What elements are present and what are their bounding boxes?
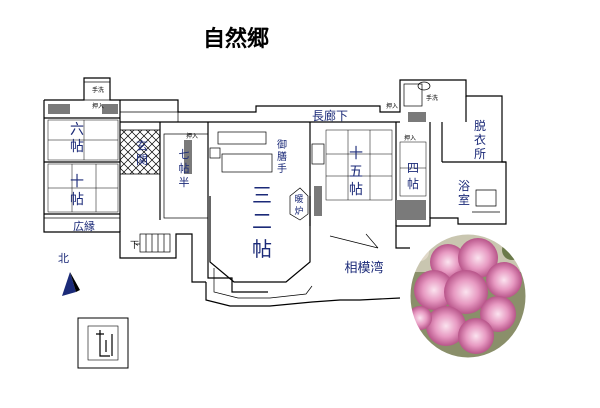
cherry-blossom-photo — [410, 234, 526, 358]
oshiire-label-1: 押入 — [92, 102, 104, 110]
interior-walls — [43, 81, 506, 293]
room-engawa-label: 広縁 — [73, 219, 95, 233]
tatami-grid — [47, 119, 427, 213]
room-datsui-label: 脱衣所 — [474, 118, 486, 161]
stairs-down-label: 下 — [130, 241, 139, 251]
room-roku-label: 六帖 — [70, 122, 84, 155]
stamp-box — [77, 317, 129, 369]
room-yokushitsu-label: 浴室 — [458, 179, 470, 207]
corridor-label: 長廊下 — [312, 108, 348, 123]
north-compass: 北 — [58, 252, 80, 296]
dark-panels — [48, 104, 426, 220]
staircase — [139, 233, 171, 253]
page-title: 自然郷 — [203, 26, 269, 52]
tearai-left-label: 手洗 — [92, 86, 104, 94]
oshiire-label-3: 押入 — [386, 102, 398, 110]
tearai-right-label: 手洗 — [426, 94, 438, 102]
north-label: 北 — [58, 252, 69, 265]
oshiire-label-4: 押入 — [404, 134, 416, 142]
sagami-bay-label: 相模湾 — [344, 260, 383, 276]
room-juugo-label: 十五帖 — [349, 146, 363, 198]
room-sanjuni-label: 三二帖 — [252, 183, 272, 261]
room-yon-label: 四帖 — [407, 161, 419, 191]
room-shichi-label: 七帖半 — [179, 148, 190, 189]
room-juu-left-label: 十帖 — [70, 174, 84, 208]
north-arrow-icon — [62, 272, 76, 296]
oshiire-label-2: 押入 — [186, 132, 198, 140]
stamp-glyph-icon — [96, 330, 113, 357]
room-genkan-label: 玄関 — [136, 138, 148, 167]
room-danro-label: 暖炉 — [294, 193, 303, 217]
room-gozen-label: 御膳手 — [277, 138, 287, 175]
